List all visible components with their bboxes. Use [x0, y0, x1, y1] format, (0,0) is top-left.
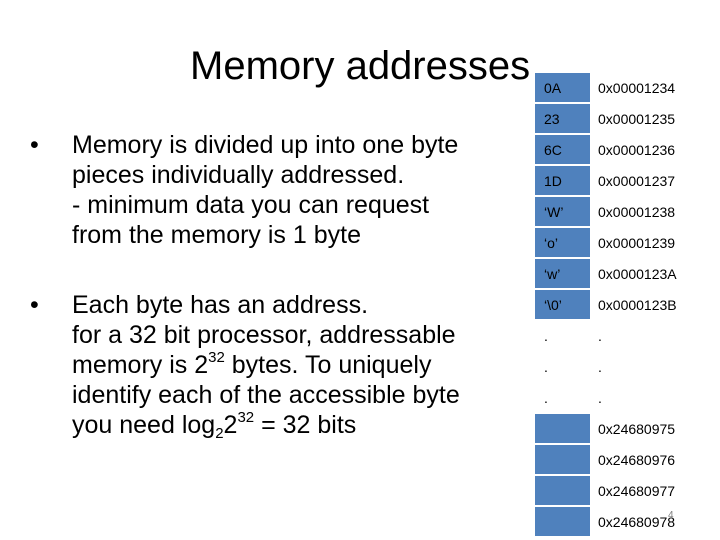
bullet-line-with-formula: you need log2232 = 32 bits	[72, 409, 530, 442]
text-fragment: bytes. To uniquely	[224, 351, 432, 379]
ellipsis-dot: .	[544, 358, 548, 375]
memory-address: 0x24680977	[598, 482, 676, 499]
memory-row: 6C 0x00001236	[535, 135, 698, 164]
bullet-line: Each byte has an address.	[72, 291, 369, 319]
memory-address: 0x00001237	[590, 166, 698, 195]
bullet-line: from the memory is 1 byte	[72, 221, 361, 249]
memory-row: ‘\0’ 0x0000123B	[535, 290, 698, 319]
memory-value: ‘w’	[535, 259, 590, 288]
page-number: 4	[668, 510, 674, 521]
bullet-dot: •	[30, 291, 39, 319]
memory-row: 0x24680977	[535, 476, 698, 505]
memory-row: 0x24680978	[535, 507, 698, 536]
memory-address: 0x24680976	[598, 451, 676, 468]
bullet-line: pieces individually addressed.	[72, 161, 405, 189]
memory-address: 0x00001234	[590, 73, 698, 102]
memory-row: ‘o’ 0x00001239	[535, 228, 698, 257]
bullet-line: for a 32 bit processor, addressable	[72, 321, 456, 349]
text-fragment: = 32 bits	[254, 411, 357, 439]
memory-value: ‘W’	[535, 197, 590, 226]
memory-value: 23	[535, 104, 590, 133]
memory-value	[535, 476, 590, 505]
memory-value: ‘\0’	[535, 290, 590, 319]
memory-row: 0x24680976	[535, 445, 698, 474]
memory-row: 0A 0x00001234	[535, 73, 698, 102]
ellipsis-dot: .	[544, 327, 548, 344]
memory-row: 1D 0x00001237	[535, 166, 698, 195]
subscript: 2	[215, 425, 224, 442]
text-fragment: 2	[223, 411, 238, 439]
memory-address: 0x0000123A	[590, 259, 698, 288]
memory-address: 0x00001235	[590, 104, 698, 133]
bullet-byte-address: • Each byte has an address. for a 32 bit…	[30, 290, 530, 442]
memory-value: 0A	[535, 73, 590, 102]
ellipsis-row: . .	[535, 321, 698, 350]
memory-row: 0x24680975	[535, 414, 698, 443]
bullet-text: Each byte has an address. for a 32 bit p…	[72, 290, 530, 442]
ellipsis-dot: .	[598, 389, 602, 406]
bullet-line: - minimum data you can request	[72, 191, 430, 219]
memory-address: 0x24680978	[598, 513, 676, 530]
bullet-text: Memory is divided up into one byte piece…	[72, 130, 530, 250]
bullet-line: identify each of the accessible byte	[72, 381, 460, 409]
memory-address: 0x00001238	[590, 197, 698, 226]
memory-value: 1D	[535, 166, 590, 195]
text-fragment: memory is 2	[72, 351, 209, 379]
bullet-dot: •	[30, 131, 39, 159]
memory-value	[535, 507, 590, 536]
slide-title: Memory addresses	[190, 44, 531, 88]
ellipsis-row: . .	[535, 383, 698, 412]
bullet-line-with-exponent: memory is 232 bytes. To uniquely	[72, 350, 530, 380]
ellipsis-dot: .	[598, 358, 602, 375]
bullet-memory-division: • Memory is divided up into one byte pie…	[30, 130, 530, 250]
exponent: 32	[237, 409, 255, 426]
memory-row: ‘W’ 0x00001238	[535, 197, 698, 226]
memory-address: 0x0000123B	[590, 290, 698, 319]
text-fragment: you need log	[72, 411, 216, 439]
ellipsis-dot: .	[598, 327, 602, 344]
memory-address: 0x00001239	[590, 228, 698, 257]
memory-address: 0x00001236	[590, 135, 698, 164]
exponent: 32	[208, 349, 225, 366]
ellipsis-dot: .	[544, 389, 548, 406]
bullet-line: Memory is divided up into one byte	[72, 131, 459, 159]
memory-value: 6C	[535, 135, 590, 164]
memory-address: 0x24680975	[598, 420, 676, 437]
memory-value: ‘o’	[535, 228, 590, 257]
ellipsis-row: . .	[535, 352, 698, 381]
memory-table: 0A 0x00001234 23 0x00001235 6C 0x0000123…	[535, 71, 698, 538]
memory-row: 23 0x00001235	[535, 104, 698, 133]
memory-value	[535, 445, 590, 474]
memory-value	[535, 414, 590, 443]
memory-row: ‘w’ 0x0000123A	[535, 259, 698, 288]
